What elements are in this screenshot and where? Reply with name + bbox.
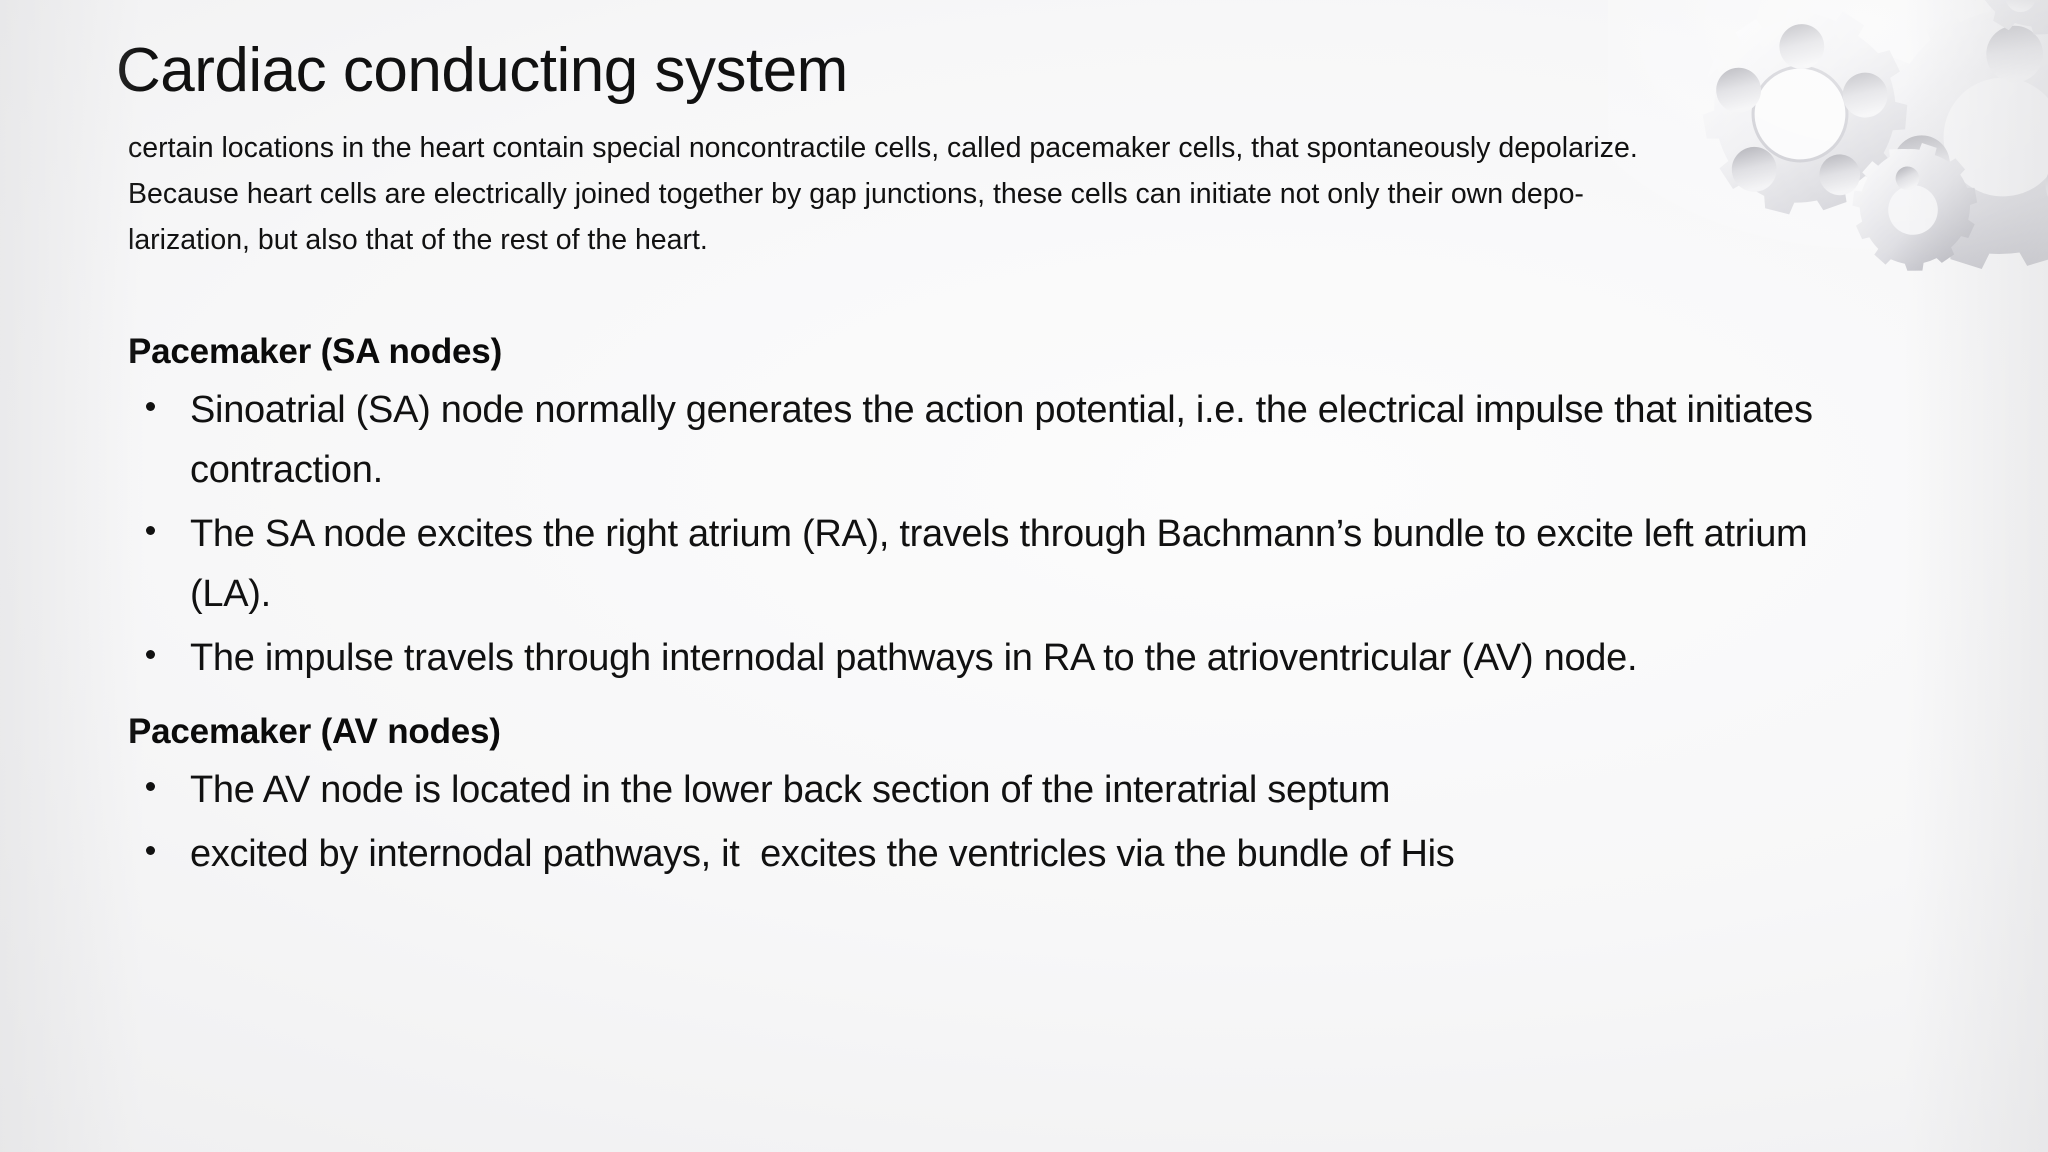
bullet-dot-icon <box>146 845 155 855</box>
page-title: Cardiac conducting system <box>116 36 848 105</box>
list-item-text: The SA node excites the right atrium (RA… <box>190 512 1808 615</box>
bullet-dot-icon <box>146 781 155 791</box>
list-item-text: The impulse travels through internodal p… <box>190 636 1638 679</box>
body-block: Pacemaker (SA nodes) Sinoatrial (SA) nod… <box>128 330 1888 888</box>
list-item: The SA node excites the right atrium (RA… <box>128 504 1888 624</box>
list-item: excited by internodal pathways, it excit… <box>128 824 1888 884</box>
intro-paragraph: certain locations in the heart contain s… <box>128 132 1638 256</box>
bullet-list-sa-nodes: Sinoatrial (SA) node normally generates … <box>128 380 1888 688</box>
list-item-text: Sinoatrial (SA) node normally generates … <box>190 388 1813 491</box>
bullet-dot-icon <box>146 525 155 535</box>
bullet-dot-icon <box>146 649 155 659</box>
bullet-list-av-nodes: The AV node is located in the lower back… <box>128 760 1888 884</box>
section-heading-sa-nodes: Pacemaker (SA nodes) <box>128 332 503 371</box>
list-item-text: excited by internodal pathways, it excit… <box>190 832 1455 875</box>
list-item-text: The AV node is located in the lower back… <box>190 768 1391 811</box>
list-item: The AV node is located in the lower back… <box>128 760 1888 820</box>
section-heading-av-nodes: Pacemaker (AV nodes) <box>128 711 501 751</box>
bullet-dot-icon <box>146 401 155 411</box>
list-item: Sinoatrial (SA) node normally generates … <box>128 380 1888 500</box>
list-item: The impulse travels through internodal p… <box>128 628 1888 688</box>
